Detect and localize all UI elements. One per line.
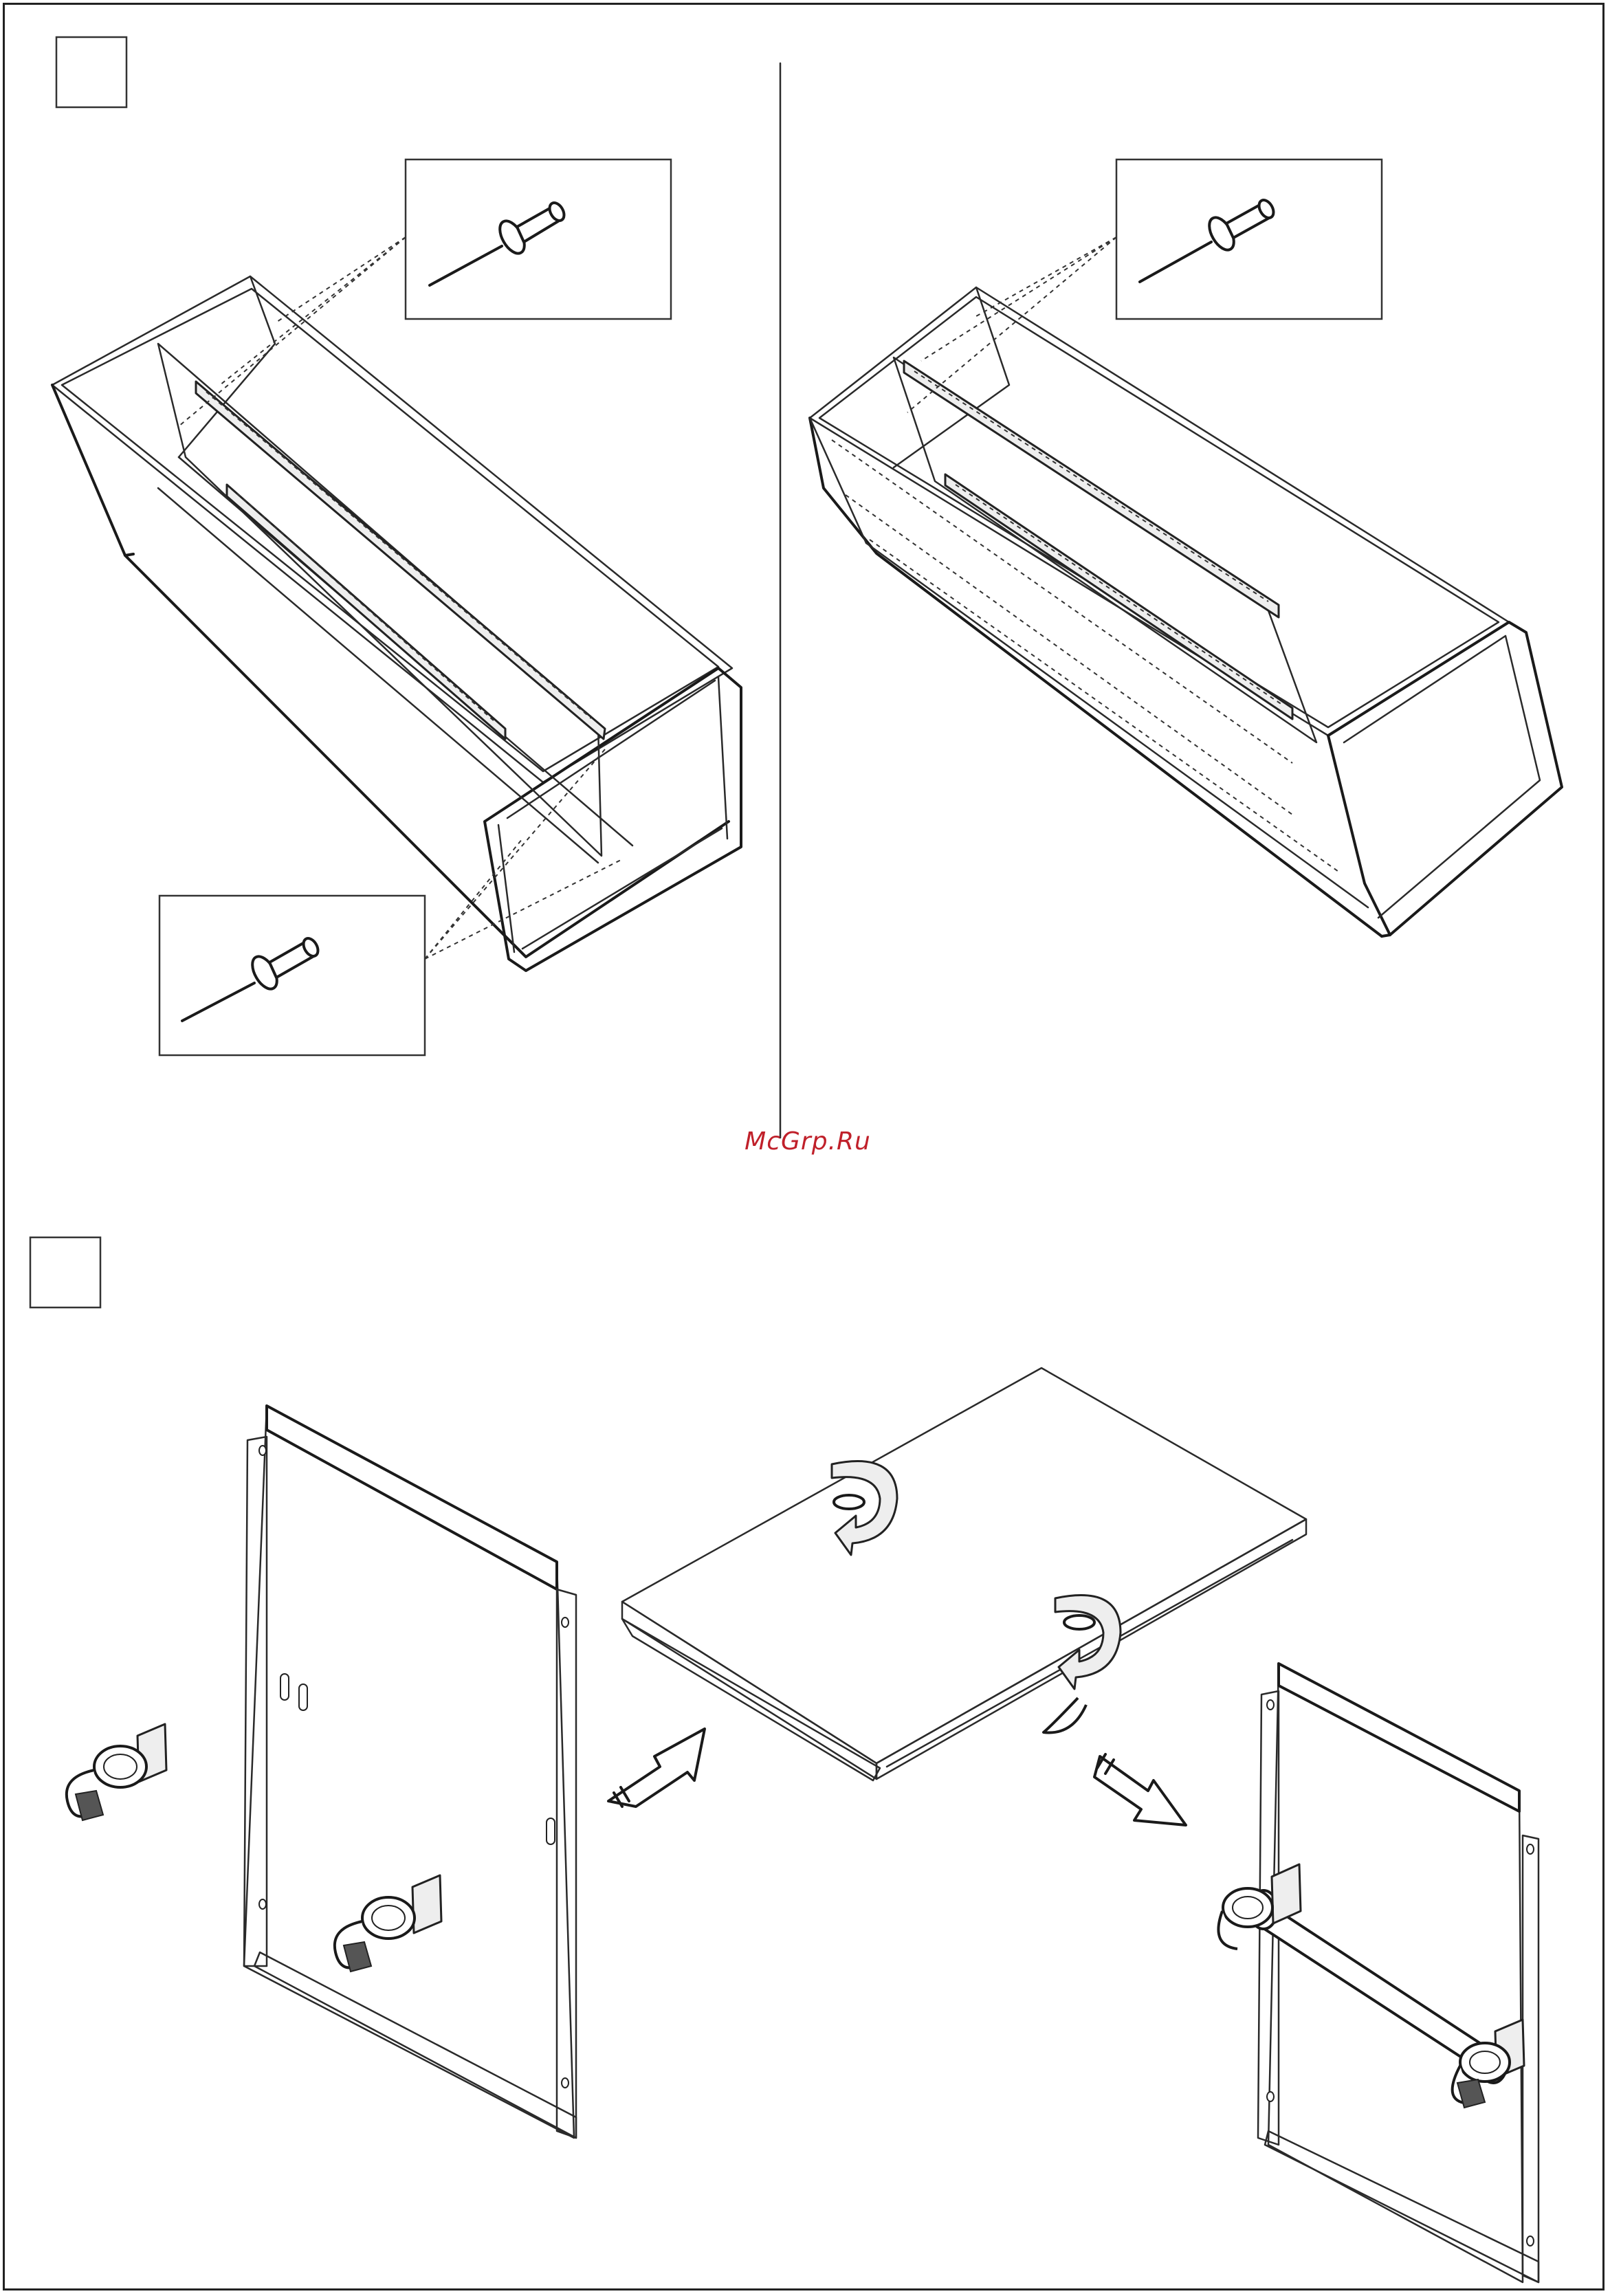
watermark-text: McGrp.Ru xyxy=(736,1127,880,1156)
mounting-rail-upper-left xyxy=(196,382,605,739)
shelf-panel xyxy=(622,1368,1306,1780)
hanger-bracket-icon xyxy=(67,1724,166,1820)
rivet-callout-top-left xyxy=(179,159,671,426)
mounting-rail-right xyxy=(904,361,1292,719)
hanger-bracket-icon xyxy=(335,1875,441,1972)
direction-arrow-icon xyxy=(608,1729,705,1807)
step-2-number-box xyxy=(30,1237,100,1307)
rivet-callout-bottom-left xyxy=(159,749,622,1055)
rivet-callout-top-right xyxy=(907,159,1382,412)
cabinet-frame-left xyxy=(52,276,741,971)
direction-arrow-icon xyxy=(1094,1754,1186,1825)
side-panel-with-rod xyxy=(1258,1664,1539,2282)
side-panel-with-bracket xyxy=(244,1406,576,2138)
rotate-arrow-icon xyxy=(1055,1596,1121,1689)
step-1-number-box xyxy=(56,37,126,107)
